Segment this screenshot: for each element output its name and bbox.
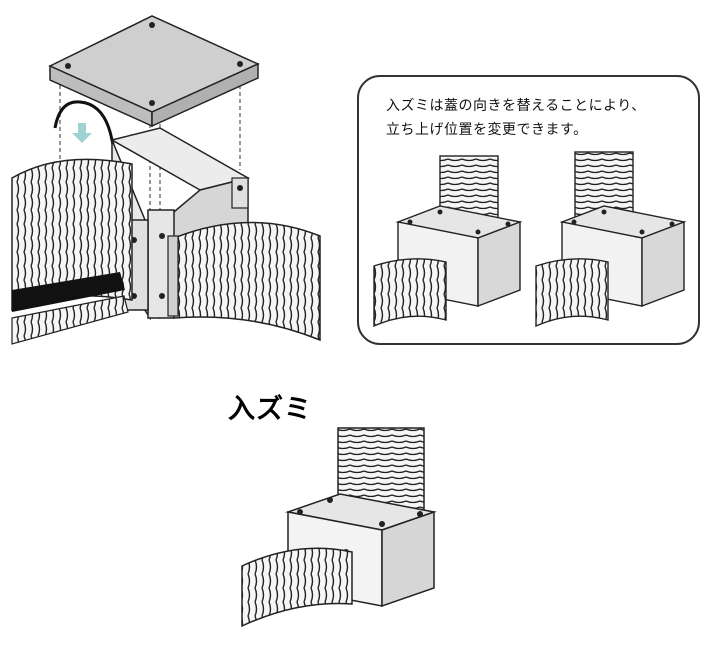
right-hose (167, 221, 321, 342)
screw-icon (65, 22, 243, 106)
lid (48, 15, 260, 128)
mini-box-right (535, 151, 687, 328)
mini-box-left (373, 155, 523, 328)
callout-line-2: 立ち上げ位置を変更できます。 (386, 122, 588, 138)
callout-box (357, 75, 700, 345)
exploded-assembly (11, 15, 321, 345)
left-hose (11, 158, 133, 345)
part-label: 入ズミ (228, 394, 312, 425)
callout-text: 入ズミは蓋の向きを替えることにより、 立ち上げ位置を変更できます。 (386, 94, 686, 142)
assembled-unit (241, 427, 437, 628)
callout-line-1: 入ズミは蓋の向きを替えることにより、 (386, 98, 646, 114)
